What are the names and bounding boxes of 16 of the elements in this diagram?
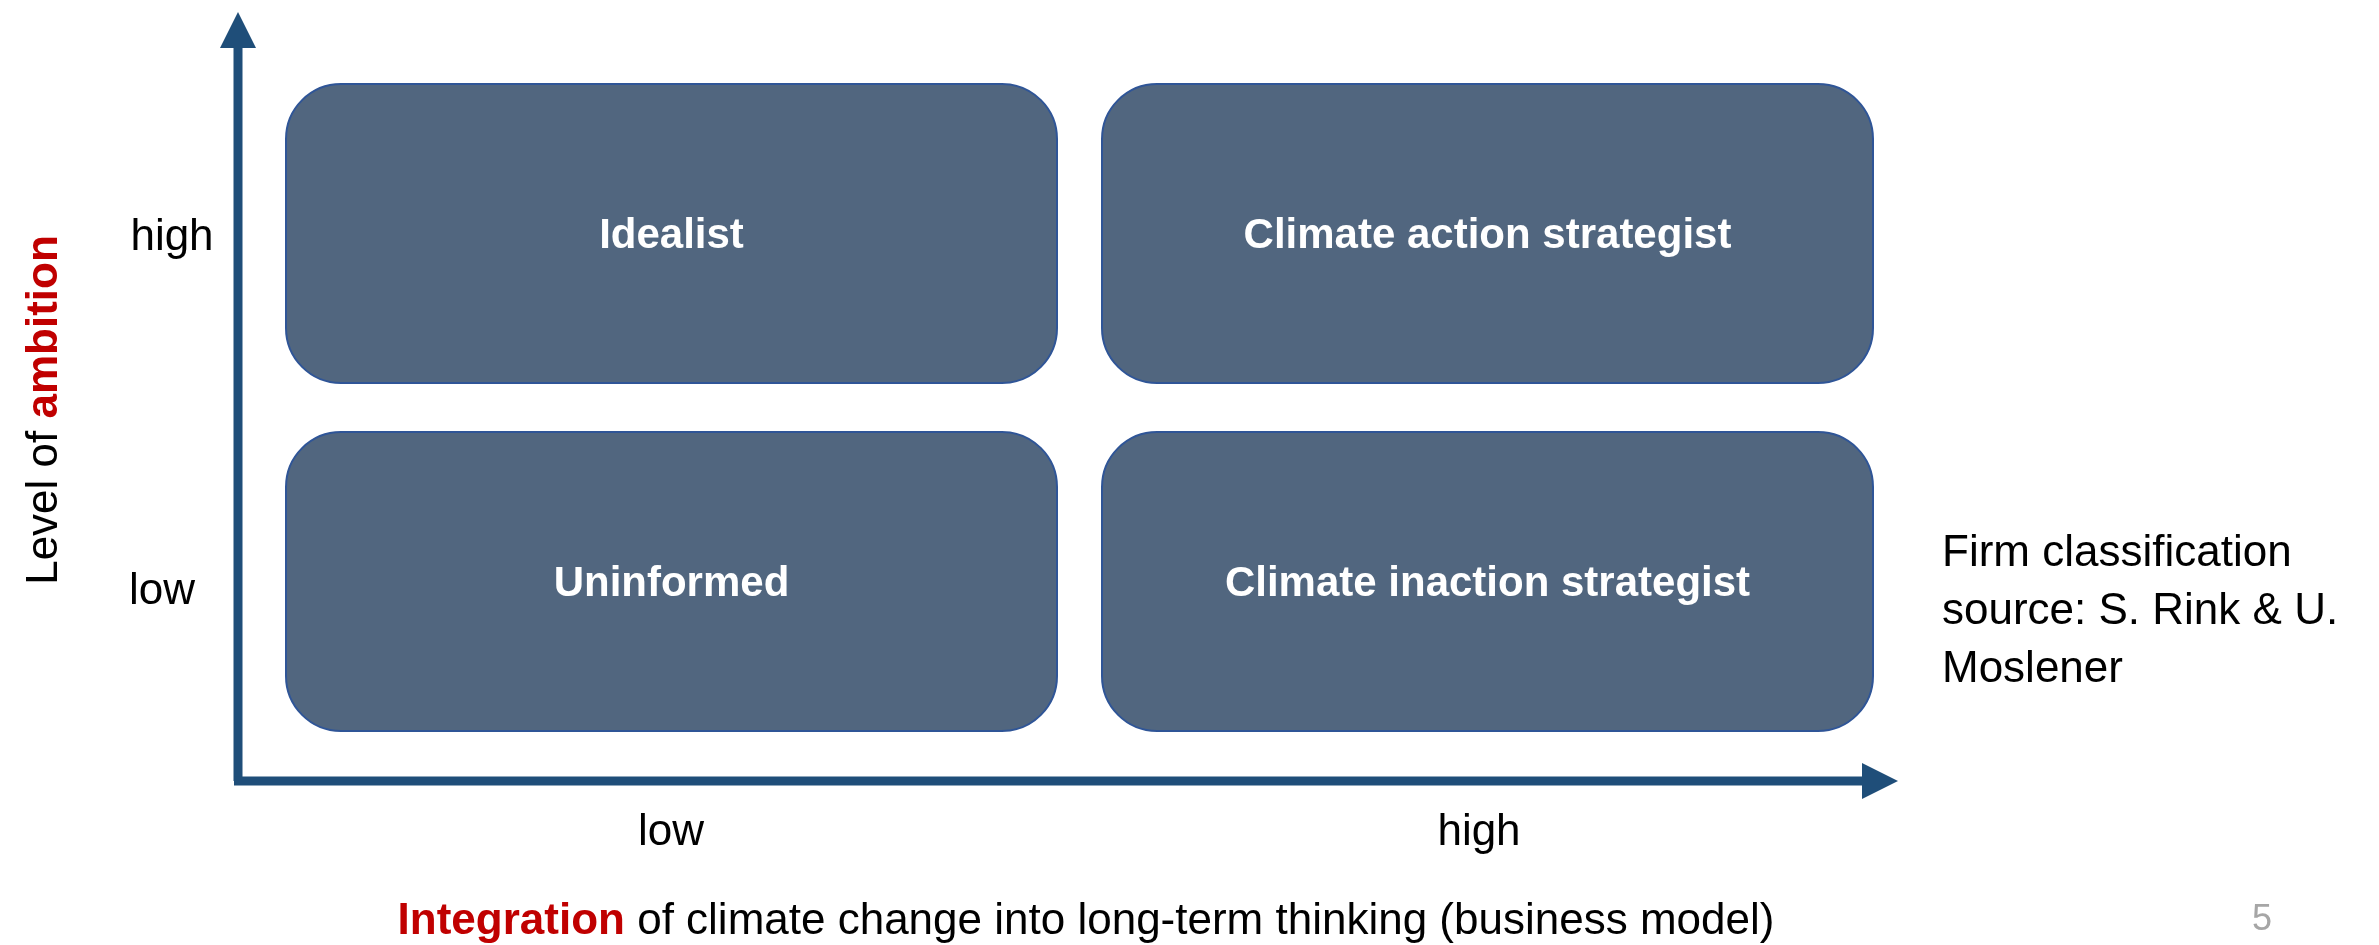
quadrant-label: Uninformed	[553, 557, 790, 606]
y-tick-label: high	[130, 210, 214, 260]
x-axis-title: Integration of climate change into long-term thinking (business model)	[397, 894, 1775, 944]
quadrant-box	[1101, 431, 1874, 732]
page-number: 5	[2252, 897, 2272, 939]
x-tick-label: low	[638, 805, 704, 855]
y-tick-label: low	[129, 564, 195, 614]
y-axis-title: Level of ambition	[17, 235, 67, 585]
quadrant-box	[285, 83, 1058, 384]
quadrant-label: Climate action strategist	[1243, 209, 1732, 258]
quadrant-box	[285, 431, 1058, 732]
quadrant-box	[1101, 83, 1874, 384]
quadrant-label: Idealist	[599, 209, 744, 258]
quadrant-label: Climate inaction strategist	[1224, 557, 1751, 606]
x-tick-label: high	[1437, 805, 1521, 855]
source-note: Firm classification source: S. Rink & U. Moslener	[1942, 525, 2340, 693]
